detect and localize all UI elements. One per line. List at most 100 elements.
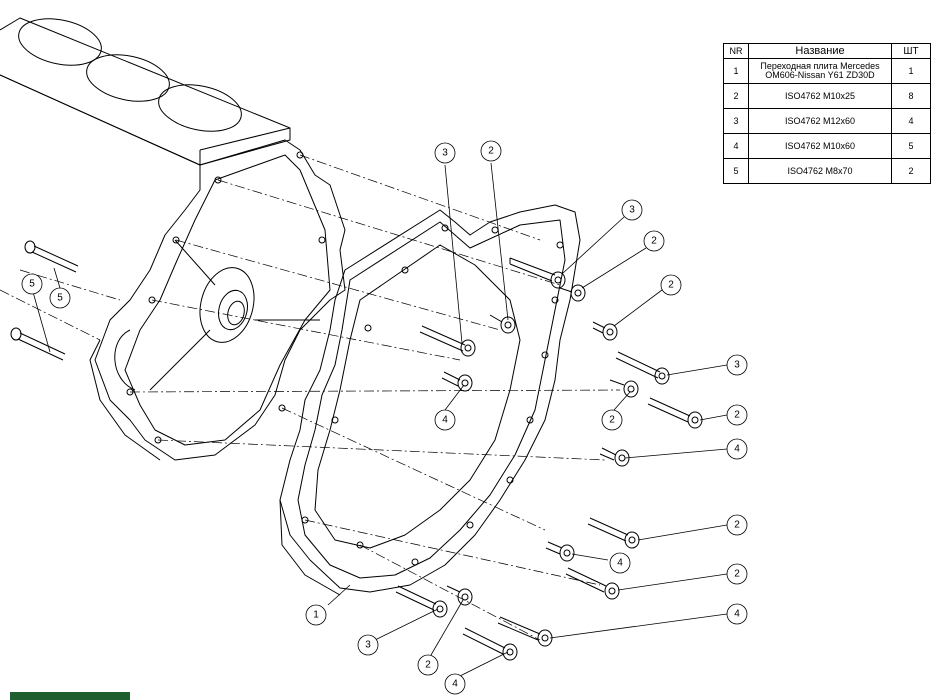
balloon-callout: 2 — [480, 140, 502, 162]
balloon-number: 2 — [609, 415, 615, 426]
bolt-3-a — [509, 257, 566, 289]
balloon-callout: 2 — [660, 274, 682, 296]
balloon-circle — [417, 654, 439, 676]
bill-of-materials: NR Название ШТ 1 Переходная плита Merced… — [723, 43, 931, 184]
balloon-callout: 2 — [643, 230, 665, 252]
balloon-number: 3 — [734, 360, 740, 371]
balloon-number: 2 — [734, 520, 740, 531]
balloon-number: 3 — [365, 640, 371, 651]
bolt-2-c — [609, 379, 639, 398]
bolts — [10, 240, 703, 661]
balloon-circle — [726, 438, 748, 460]
balloon-number: 2 — [425, 660, 431, 671]
bom-header-row: NR Название ШТ — [723, 43, 931, 59]
assembly-lines — [0, 154, 621, 641]
bolt-3-b — [615, 351, 670, 385]
bolt-2-f — [441, 371, 473, 392]
bom-header-qty: ШТ — [891, 43, 931, 59]
balloon-circle — [726, 603, 748, 625]
balloon-callout: 5 — [49, 287, 71, 309]
footer-bar — [10, 692, 130, 700]
bom-header-nr: NR — [723, 43, 749, 59]
bom-row: 2 ISO4762 M10x25 8 — [723, 83, 931, 109]
bom-cell-qty: 5 — [891, 133, 931, 159]
bom-cell-name: Переходная плита Mercedes OM606-Nissan Y… — [748, 58, 892, 84]
balloon-number: 2 — [488, 146, 494, 157]
balloon-number: 2 — [734, 569, 740, 580]
balloon-number: 3 — [442, 148, 448, 159]
balloon-callout: 4 — [726, 438, 748, 460]
bom-cell-nr: 3 — [723, 108, 749, 134]
balloon-circle — [434, 142, 456, 164]
bom-cell-qty: 1 — [891, 58, 931, 84]
bom-row: 4 ISO4762 M10x60 5 — [723, 133, 931, 159]
bom-row: 5 ISO4762 M8x70 2 — [723, 158, 931, 184]
balloon-number: 4 — [452, 679, 458, 690]
bom-cell-nr: 5 — [723, 158, 749, 184]
bolt-2-e — [489, 314, 516, 334]
bom-header-name: Название — [748, 43, 892, 59]
bom-cell-nr: 4 — [723, 133, 749, 159]
bolt-5-b — [10, 327, 66, 361]
leader-lines — [32, 162, 728, 677]
balloon-circle — [726, 514, 748, 536]
balloon-callout: 3 — [434, 142, 456, 164]
balloon-callout: 2 — [417, 654, 439, 676]
balloon-circle — [480, 140, 502, 162]
balloon-circle — [601, 409, 623, 431]
bolt-2-d — [599, 447, 630, 467]
balloon-callout: 3 — [726, 354, 748, 376]
balloon-callout: 1 — [305, 604, 327, 626]
bom-name-line2: OM606-Nissan Y61 ZD30D — [765, 70, 875, 80]
balloon-number: 2 — [668, 280, 674, 291]
bom-cell-name: ISO4762 M10x25 — [748, 83, 892, 109]
bom-cell-nr: 1 — [723, 58, 749, 84]
bolt-2-a — [559, 284, 586, 302]
bolt-4-e — [462, 627, 518, 661]
bom-cell-name: ISO4762 M8x70 — [748, 158, 892, 184]
bolt-4-d — [497, 616, 553, 647]
balloon-circle — [21, 273, 43, 295]
balloon-circle — [726, 563, 748, 585]
bell-housing — [89, 139, 346, 461]
balloon-number: 5 — [57, 293, 63, 304]
balloon-callout: 5 — [21, 273, 43, 295]
balloon-circle — [357, 634, 379, 656]
bom-cell-qty: 8 — [891, 83, 931, 109]
bolt-5-a — [24, 240, 79, 273]
balloon-number: 4 — [734, 444, 740, 455]
balloon-number: 2 — [651, 236, 657, 247]
bolt-2-h — [446, 585, 473, 606]
balloon-circle — [726, 354, 748, 376]
balloon-callout: 4 — [726, 603, 748, 625]
balloon-callout: 2 — [726, 404, 748, 426]
balloon-callout: 3 — [357, 634, 379, 656]
balloon-circle — [643, 230, 665, 252]
balloon-callout: 2 — [726, 514, 748, 536]
bom-cell-qty: 4 — [891, 108, 931, 134]
bom-cell-nr: 2 — [723, 83, 749, 109]
engine-block — [0, 17, 291, 166]
balloon-callout: 4 — [434, 409, 456, 431]
bom-cell-name: ISO4762 M12x60 — [748, 108, 892, 134]
balloon-circle — [726, 404, 748, 426]
balloon-circle — [609, 552, 631, 574]
adapter-plate — [279, 204, 581, 596]
balloon-circle — [444, 673, 466, 695]
bom-name-line1: Переходная плита Mercedes — [760, 61, 880, 71]
bom-row: 3 ISO4762 M12x60 4 — [723, 108, 931, 134]
bolt-2-b — [592, 321, 618, 341]
balloon-callout: 4 — [609, 552, 631, 574]
bolt-4-b — [587, 517, 640, 549]
bom-cell-qty: 2 — [891, 158, 931, 184]
bom-cell-name: ISO4762 M10x60 — [748, 133, 892, 159]
balloon-number: 2 — [734, 410, 740, 421]
balloon-circle — [621, 199, 643, 221]
bolt-2-g — [545, 541, 575, 562]
balloon-callout: 2 — [601, 409, 623, 431]
balloon-number: 4 — [734, 609, 740, 620]
balloon-circle — [49, 287, 71, 309]
bolt-3-d — [395, 585, 448, 618]
balloon-circle — [434, 409, 456, 431]
